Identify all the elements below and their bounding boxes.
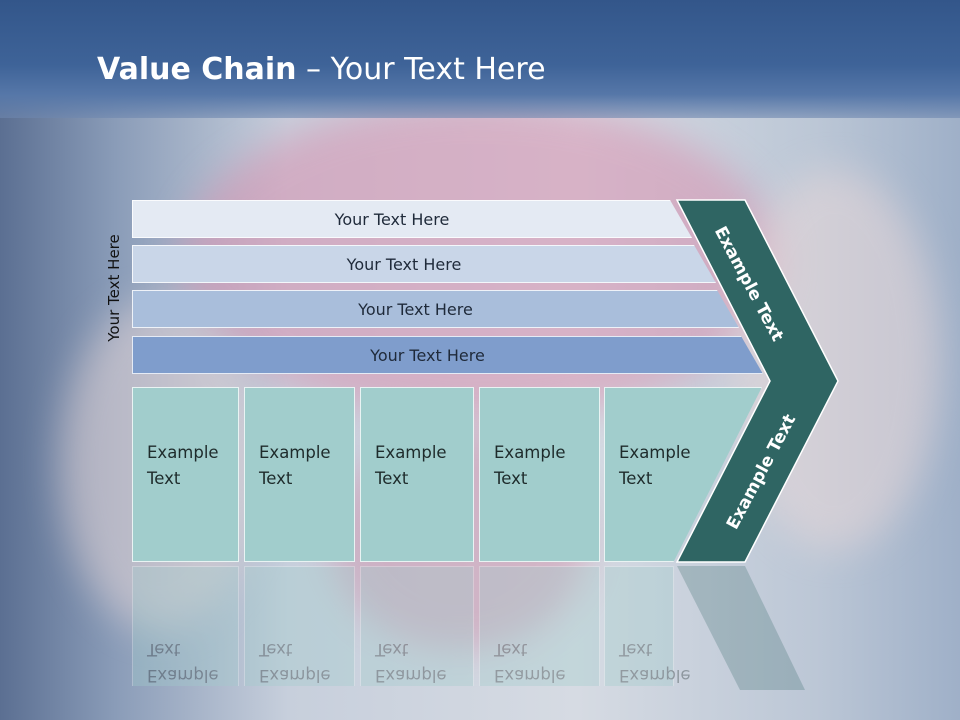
reflection-cell-4: Example Text <box>479 566 600 686</box>
cell-line-2: Text <box>494 469 528 488</box>
reflection-cell-2: Example Text <box>244 566 355 686</box>
reflection-cell-3: Example Text <box>360 566 474 686</box>
value-bar-1: Your Text Here <box>132 200 692 238</box>
cell-line-1: Example <box>375 443 447 462</box>
cell-line-1: Example <box>259 443 331 462</box>
cell-line-2: Text <box>375 469 409 488</box>
cell-line-1: Example <box>375 666 447 685</box>
cell-line-1: Example <box>147 443 219 462</box>
cell-line-1: Example <box>259 666 331 685</box>
cell-line-1: Example <box>619 666 691 685</box>
title-bar: Value Chain – Your Text Here <box>0 0 960 118</box>
reflection-cell-5: Example Text <box>604 566 691 686</box>
cell-line-2: Text <box>147 640 181 659</box>
chevron-shape <box>675 199 839 563</box>
value-bar-2: Your Text Here <box>132 245 716 283</box>
value-bar-3: Your Text Here <box>132 290 739 328</box>
cell-line-1: Example <box>494 666 566 685</box>
cell-line-2: Text <box>494 640 528 659</box>
cell-line-2: Text <box>259 640 293 659</box>
cell-line-2: Text <box>619 469 653 488</box>
cell-line-2: Text <box>259 469 293 488</box>
cell-line-1: Example <box>494 443 566 462</box>
slide-title-bold: Value Chain <box>97 52 297 87</box>
cell-line-1: Example <box>619 443 691 462</box>
cell-line-2: Text <box>375 640 409 659</box>
chevron-reflection <box>677 566 805 690</box>
cell-line-2: Text <box>619 640 653 659</box>
slide-title-rest: – Your Text Here <box>296 52 546 87</box>
cell-line-1: Example <box>147 666 219 685</box>
cell-line-2: Text <box>147 469 181 488</box>
cells-reflection: Example Text Example Text Example Text Exam… <box>132 566 782 686</box>
reflection-cell-1: Example Text <box>132 566 239 686</box>
value-bar-4: Your Text Here <box>132 336 763 374</box>
slide-title: Value Chain – Your Text Here <box>97 52 546 87</box>
